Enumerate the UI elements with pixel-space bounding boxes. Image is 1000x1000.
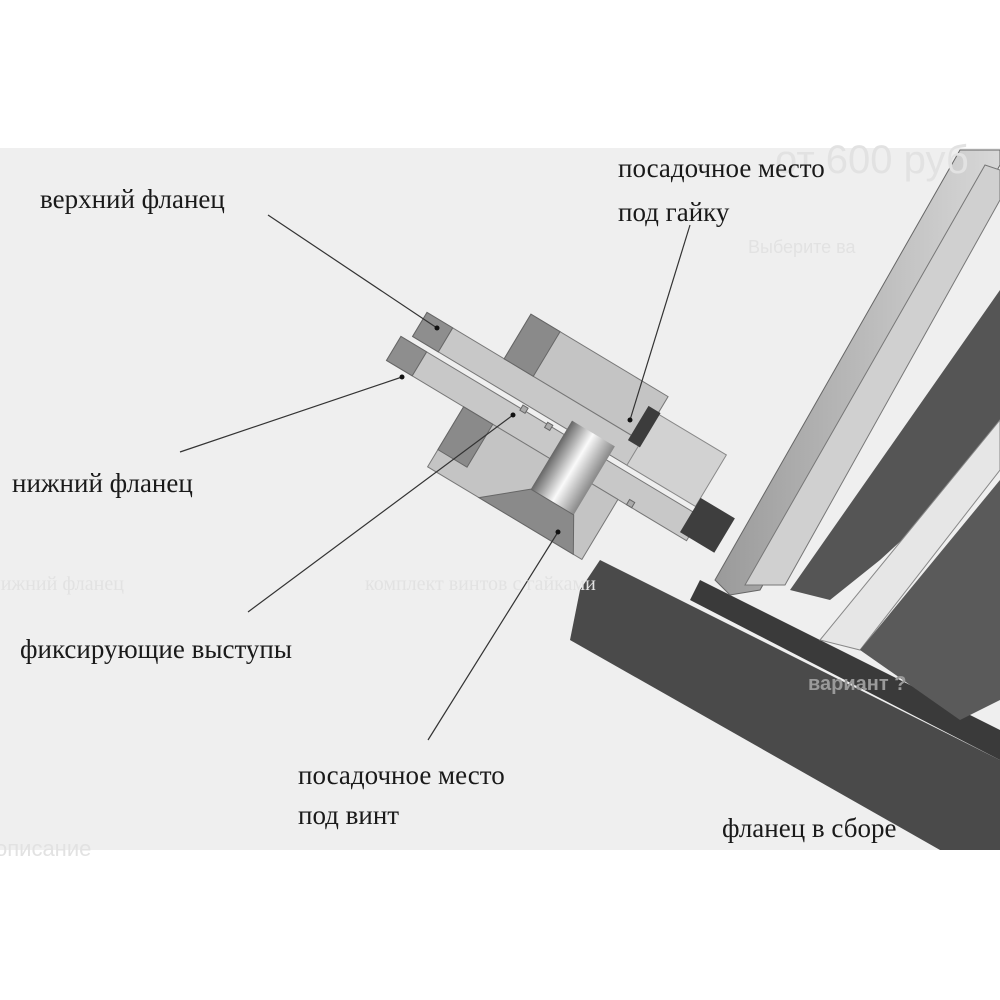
flange-assembly xyxy=(385,311,735,561)
screw-countersink xyxy=(477,488,575,556)
leader-screw-seat xyxy=(427,531,559,741)
leader-dot xyxy=(627,417,633,423)
ghost-price: от 600 руб xyxy=(775,138,969,182)
outer-panel-face xyxy=(744,164,1000,586)
label-upper-flange: верхний фланец xyxy=(40,184,225,214)
label-screw-seat-1: посадочное место xyxy=(298,760,505,790)
upper-flange-cap xyxy=(411,311,454,353)
lower-flange-cap xyxy=(385,335,428,377)
leader-upper-flange xyxy=(267,214,438,329)
base-wall xyxy=(570,560,1000,850)
leader-dot xyxy=(399,374,405,380)
locking-lug-2 xyxy=(543,421,554,432)
leader-locking-lugs xyxy=(247,414,514,613)
leader-dot xyxy=(434,325,440,331)
locking-lug-3 xyxy=(625,498,636,509)
dark-panel-2 xyxy=(860,480,1000,720)
label-screw-seat-2: под винт xyxy=(298,800,400,830)
base-wall-edge xyxy=(690,580,1000,760)
leader-dot xyxy=(555,529,561,535)
right-block xyxy=(680,497,735,553)
lower-clamp-cap xyxy=(437,406,494,468)
label-lower-flange: нижний фланец xyxy=(12,468,193,498)
ghost-choose: Выберите ва xyxy=(748,237,856,257)
dark-panel xyxy=(790,290,1000,600)
nut-dark xyxy=(627,405,661,448)
ghost-lower-flange: нижний фланец xyxy=(0,573,124,595)
leader-dot xyxy=(510,412,516,418)
ghost-description: описание xyxy=(0,836,92,861)
label-locking-lugs: фиксирующие выступы xyxy=(20,634,293,664)
leader-lines xyxy=(179,214,691,741)
leader-lower-flange xyxy=(179,376,403,453)
ghost-screw-kit: комплект винтов с гайками xyxy=(365,573,596,595)
locking-lug-1 xyxy=(519,404,529,415)
inner-panel xyxy=(819,419,1000,651)
leader-dots xyxy=(399,325,633,535)
label-nut-seat-2: под гайку xyxy=(618,197,730,227)
label-nut-seat-1: посадочное место xyxy=(618,153,825,183)
label-assembled-flange: фланец в сборе xyxy=(722,813,897,843)
leader-nut-seat xyxy=(629,224,691,421)
outer-panel xyxy=(714,149,1000,596)
upper-clamp-cap xyxy=(503,313,561,377)
ghost-variant: вариант ? xyxy=(808,673,907,695)
